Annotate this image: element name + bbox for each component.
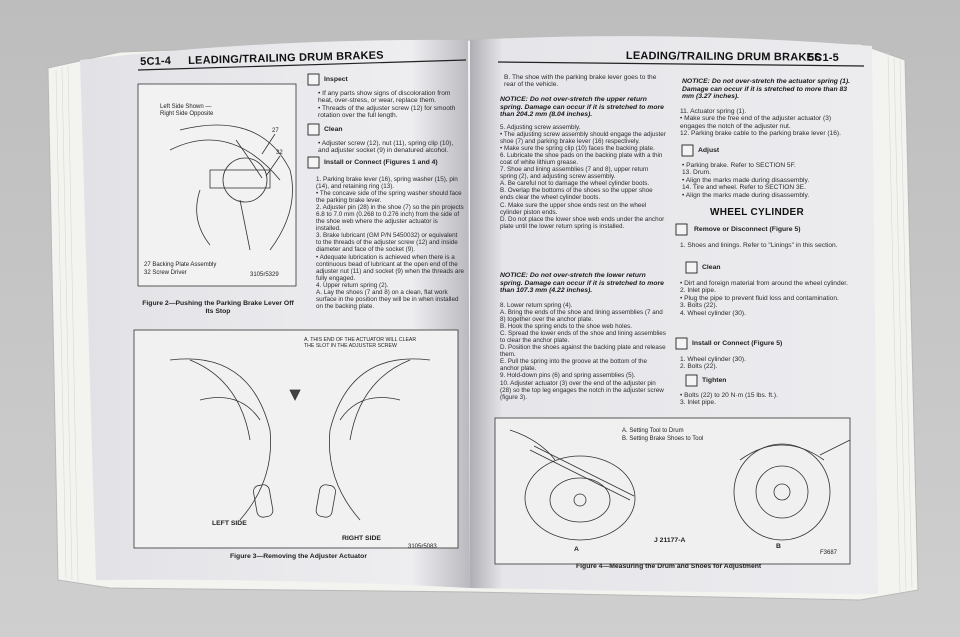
fig3-note: A. THIS END OF THE ACTUATOR WILL CLEAR T… bbox=[304, 337, 417, 349]
remove-text: 1. Shoes and linings. Refer to "Linings"… bbox=[680, 242, 838, 249]
clean-label: Clean bbox=[324, 126, 343, 133]
install-text: 1. Parking brake lever (16), spring wash… bbox=[316, 176, 464, 310]
left-page-number: 5C1-4 bbox=[140, 55, 172, 68]
clean-icon bbox=[307, 123, 320, 136]
right-header-rule bbox=[497, 61, 865, 67]
adjust-icon bbox=[681, 144, 694, 157]
notice-lower-spring: NOTICE: Do not over-stretch the lower re… bbox=[500, 272, 664, 295]
tighten-text: • Bolts (22) to 20 N·m (15 lbs. ft.). 3.… bbox=[680, 392, 778, 407]
right-page-title: LEADING/TRAILING DRUM BRAKES bbox=[625, 50, 822, 64]
figure-4-drawing bbox=[509, 429, 851, 541]
inspect-text: • If any parts show signs of discolorati… bbox=[318, 90, 456, 120]
figure-3-drawing bbox=[169, 358, 431, 521]
install-icon bbox=[307, 156, 320, 169]
fig2-callout-27: 27 bbox=[272, 128, 279, 134]
fig2-legend-2: 32 Screw Driver bbox=[144, 270, 187, 276]
notice-upper-spring: NOTICE: Do not over-stretch the upper re… bbox=[500, 96, 664, 119]
fig4-label-b: B bbox=[776, 543, 781, 550]
fig4-code: F3687 bbox=[820, 550, 838, 556]
notice-actuator-spring: NOTICE: Do not over-stretch the actuator… bbox=[682, 78, 851, 101]
figure-2-drawing bbox=[169, 124, 293, 251]
adjust-text: • Parking brake. Refer to SECTION 5F. 13… bbox=[682, 162, 810, 199]
page-icons bbox=[307, 73, 698, 387]
fig4-legend-a: A. Setting Tool to Drum bbox=[622, 428, 684, 434]
fig4-legend-b: B. Setting Brake Shoes to Tool bbox=[622, 436, 704, 442]
fig4-caption: Figure 4—Measuring the Drum and Shoes fo… bbox=[576, 563, 762, 570]
wheel-clean-icon bbox=[685, 261, 698, 274]
col1-top: B. The shoe with the parking brake lever… bbox=[504, 74, 657, 89]
col2-top: 11. Actuator spring (1). • Make sure the… bbox=[680, 108, 841, 138]
right-page-number: 5C1-5 bbox=[808, 52, 839, 64]
tighten-label: Tighten bbox=[702, 377, 727, 384]
clean-text: • Adjuster screw (12), nut (11), spring … bbox=[318, 140, 454, 155]
adjust-label: Adjust bbox=[698, 147, 720, 154]
page-edge-lines bbox=[55, 51, 913, 593]
wheel-install-label: Install or Connect (Figure 5) bbox=[692, 340, 783, 347]
fig2-code: 3105r5329 bbox=[250, 272, 279, 278]
inspect-label: Inspect bbox=[324, 76, 348, 83]
fig2-legend-1: 27 Backing Plate Assembly bbox=[144, 262, 217, 268]
fig2-caption: Figure 2—Pushing the Parking Brake Lever… bbox=[142, 300, 294, 315]
figure-4-box bbox=[494, 417, 851, 565]
figure-3-box bbox=[133, 329, 459, 549]
fig4-label-a: A bbox=[574, 546, 579, 553]
fig2-callout-32: 32 bbox=[276, 150, 283, 156]
fig3-left-label: LEFT SIDE bbox=[212, 520, 247, 527]
wheel-install-text: 1. Wheel cylinder (30). 2. Bolts (22). bbox=[680, 356, 746, 371]
left-header-rule bbox=[137, 59, 467, 71]
wheel-clean-text: • Dirt and foreign material from around … bbox=[680, 280, 848, 317]
fig2-note: Left Side Shown — Right Side Opposite bbox=[160, 104, 214, 117]
fig4-tool: J 21177-A bbox=[654, 537, 686, 544]
fig3-right-label: RIGHT SIDE bbox=[342, 535, 381, 542]
wheel-install-icon bbox=[675, 337, 688, 350]
install-label: Install or Connect (Figures 1 and 4) bbox=[324, 159, 438, 166]
wheel-cylinder-title: WHEEL CYLINDER bbox=[710, 207, 805, 218]
inspect-icon bbox=[307, 73, 320, 86]
fig3-caption: Figure 3—Removing the Adjuster Actuator bbox=[230, 553, 367, 560]
fig3-code: 3105r5083 bbox=[408, 544, 437, 550]
col1-bot: 8. Lower return spring (4). A. Bring the… bbox=[500, 302, 666, 401]
wheel-clean-label: Clean bbox=[702, 264, 721, 271]
remove-label: Remove or Disconnect (Figure 5) bbox=[694, 226, 801, 233]
tighten-icon bbox=[685, 374, 698, 387]
remove-icon bbox=[675, 223, 688, 236]
col1-mid: 5. Adjusting screw assembly. • The adjus… bbox=[500, 124, 666, 230]
